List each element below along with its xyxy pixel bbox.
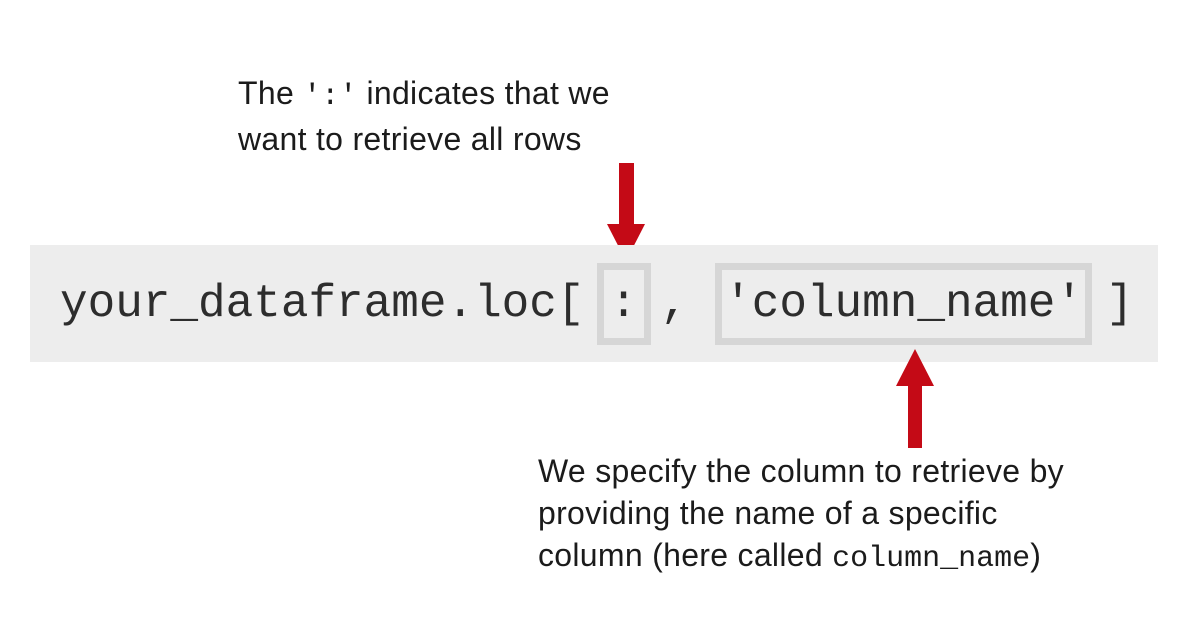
- top-annotation: The ':' indicates that we want to retrie…: [238, 72, 610, 160]
- annotation-text: column (here called: [538, 537, 833, 573]
- top-annotation-line2: want to retrieve all rows: [238, 121, 582, 157]
- annotation-text: ): [1030, 537, 1042, 573]
- inline-code-column-name: column_name: [832, 542, 1031, 576]
- top-annotation-line1: The ':' indicates that we: [238, 72, 610, 118]
- inline-code-colon: ':': [303, 80, 358, 114]
- bottom-annotation: We specify the column to retrieve by pro…: [538, 450, 1064, 580]
- column-selector-box: 'column_name': [715, 262, 1092, 345]
- row-selector-box: :: [596, 262, 651, 345]
- bottom-annotation-line3: column (here called column_name): [538, 534, 1064, 580]
- code-prefix: your_dataframe.loc[: [60, 277, 585, 330]
- code-suffix: ]: [1105, 277, 1134, 330]
- arrow-down-shaft: [619, 163, 634, 225]
- code-separator: ,: [660, 277, 689, 330]
- bottom-annotation-line2: providing the name of a specific: [538, 495, 998, 531]
- annotation-text: indicates that we: [357, 75, 610, 111]
- row-selector-token: :: [609, 277, 638, 330]
- code-band: your_dataframe.loc[ : , 'column_name' ]: [30, 245, 1158, 362]
- arrow-up-head: [896, 349, 934, 386]
- bottom-annotation-line1: We specify the column to retrieve by: [538, 453, 1064, 489]
- arrow-up-icon: [895, 349, 935, 448]
- column-selector-token: 'column_name': [724, 277, 1083, 330]
- arrow-up-shaft: [908, 385, 922, 448]
- annotation-text: The: [238, 75, 304, 111]
